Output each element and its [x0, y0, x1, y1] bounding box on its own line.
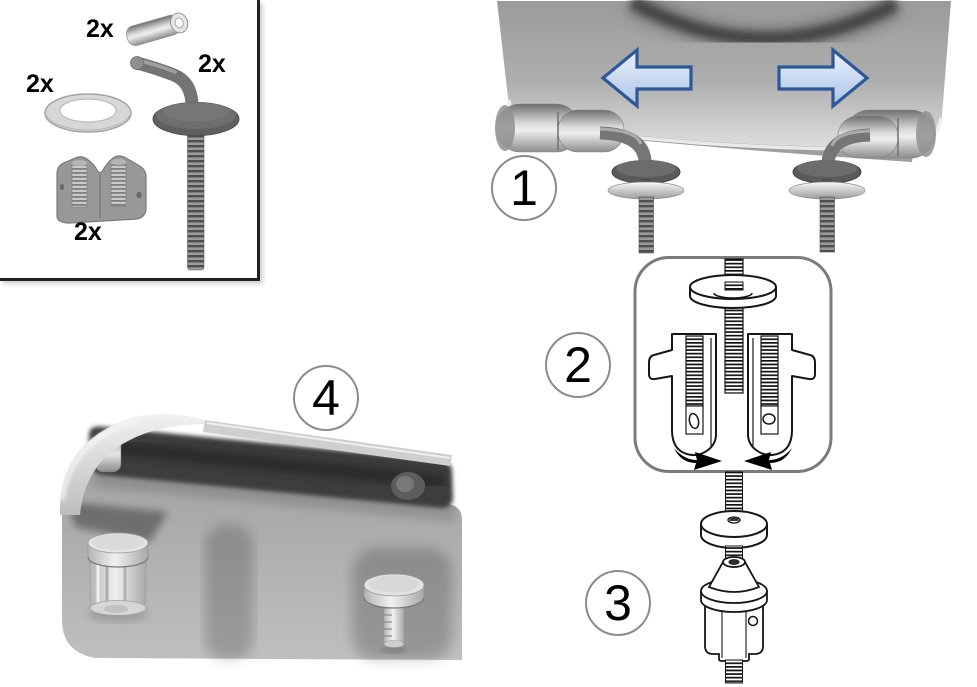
step-3-badge: 3: [585, 570, 651, 636]
hinge-right: [837, 109, 936, 159]
step1-illustration: [495, 0, 951, 254]
bolt-assembly-left: [599, 126, 685, 254]
washer-line-art: [700, 510, 768, 549]
bolt-assembly-right: [788, 128, 871, 253]
qty-label-spacer-sleeve: 2x: [86, 15, 114, 43]
step4-illustration: [59, 414, 462, 660]
arrow-left-icon: [600, 46, 693, 110]
hinge-left: [495, 103, 625, 153]
step-2-badge: 2: [545, 332, 611, 398]
washer-line-art: [689, 274, 777, 309]
threaded-rod: [725, 471, 743, 517]
qty-label-l-bolt: 2x: [198, 50, 226, 78]
step3-illustration: [700, 471, 768, 684]
qty-label-expansion-anchor: 2x: [74, 218, 102, 246]
l-bolt-part: [130, 56, 240, 271]
installed-bolt-right: [363, 573, 425, 654]
cone-nut-line-art: [700, 556, 768, 662]
squeeze-arrow-left-icon: [674, 448, 722, 470]
qty-label-seal-ring: 2x: [26, 70, 54, 98]
step-1-badge: 1: [491, 155, 557, 221]
expansion-anchor-part: [56, 155, 147, 224]
installed-bolt-left: [87, 532, 149, 622]
squeeze-arrow-right-icon: [744, 448, 792, 470]
parts-box-illustration: [44, 12, 240, 271]
step2-illustration: [633, 256, 833, 473]
step-4-badge: 4: [293, 365, 359, 431]
spacer-sleeve-part: [126, 12, 189, 46]
seal-ring-part: [44, 93, 132, 133]
arrow-right-icon: [777, 46, 870, 110]
parts-box: [0, 0, 260, 281]
expansion-anchor-line-art: [648, 333, 816, 470]
